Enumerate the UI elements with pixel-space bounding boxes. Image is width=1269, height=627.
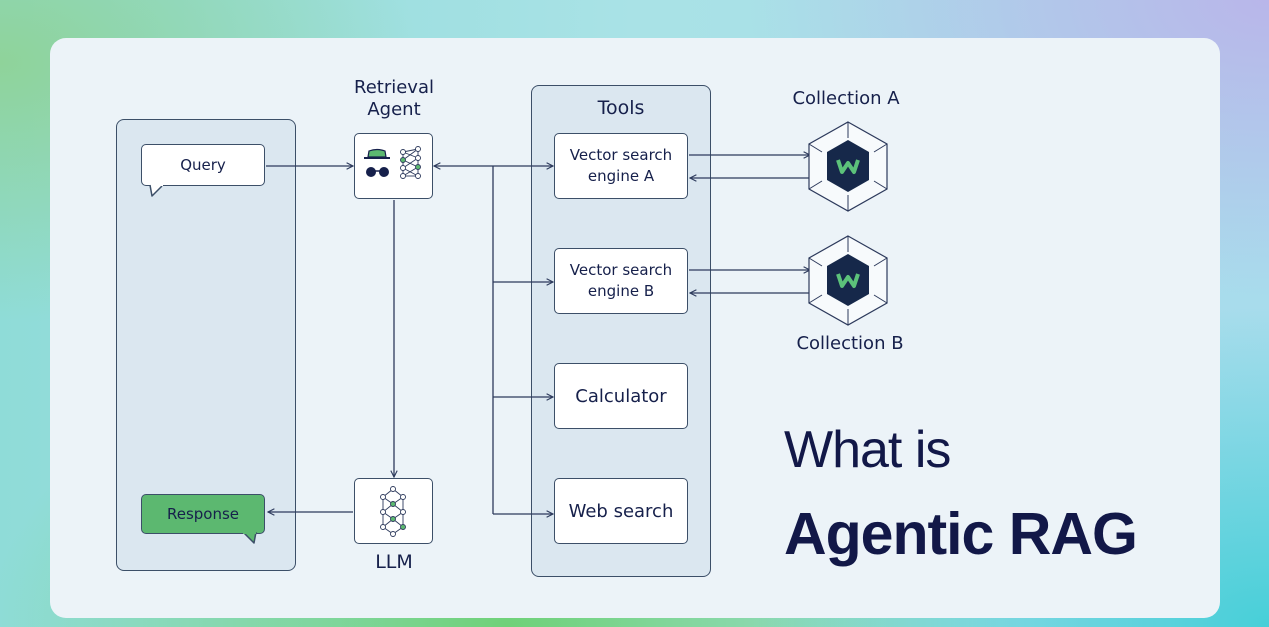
tool-calculator-label: Calculator <box>575 385 667 407</box>
tool-vector-search-a: Vector search engine A <box>554 133 688 199</box>
tool-vector-search-a-line1: Vector search <box>569 146 673 164</box>
query-bubble-tail <box>149 183 163 197</box>
tool-vector-search-a-line2: engine A <box>587 167 655 185</box>
collection-a-label: Collection A <box>792 88 900 109</box>
tool-web-search: Web search <box>554 478 688 544</box>
tool-vector-search-b: Vector search engine B <box>554 248 688 314</box>
agent-label-line2: Agent <box>367 99 421 120</box>
agent-label-line1: Retrieval <box>354 77 434 98</box>
tool-vector-search-b-line1: Vector search <box>569 261 673 279</box>
tool-web-search-label: Web search <box>568 500 674 522</box>
llm-neural-network-icon <box>380 486 406 537</box>
headline-line1: What is <box>784 421 951 479</box>
response-bubble-tail <box>243 531 257 544</box>
tool-calculator: Calculator <box>554 363 688 429</box>
query-bubble: Query <box>141 144 265 186</box>
response-bubble: Response <box>141 494 265 534</box>
collection-b-label: Collection B <box>796 333 904 354</box>
agent-label: Retrieval Agent <box>334 77 454 121</box>
headline-line2: Agentic RAG <box>784 501 1138 567</box>
collection-b-icon <box>808 235 888 326</box>
neural-network-icon <box>400 146 421 179</box>
query-label: Query <box>180 156 226 174</box>
llm-label: LLM <box>375 551 413 573</box>
spy-icon <box>364 148 390 177</box>
tools-title: Tools <box>597 97 645 119</box>
tool-vector-search-b-line2: engine B <box>587 282 655 300</box>
response-label: Response <box>166 505 240 523</box>
collection-a-icon <box>808 121 888 212</box>
